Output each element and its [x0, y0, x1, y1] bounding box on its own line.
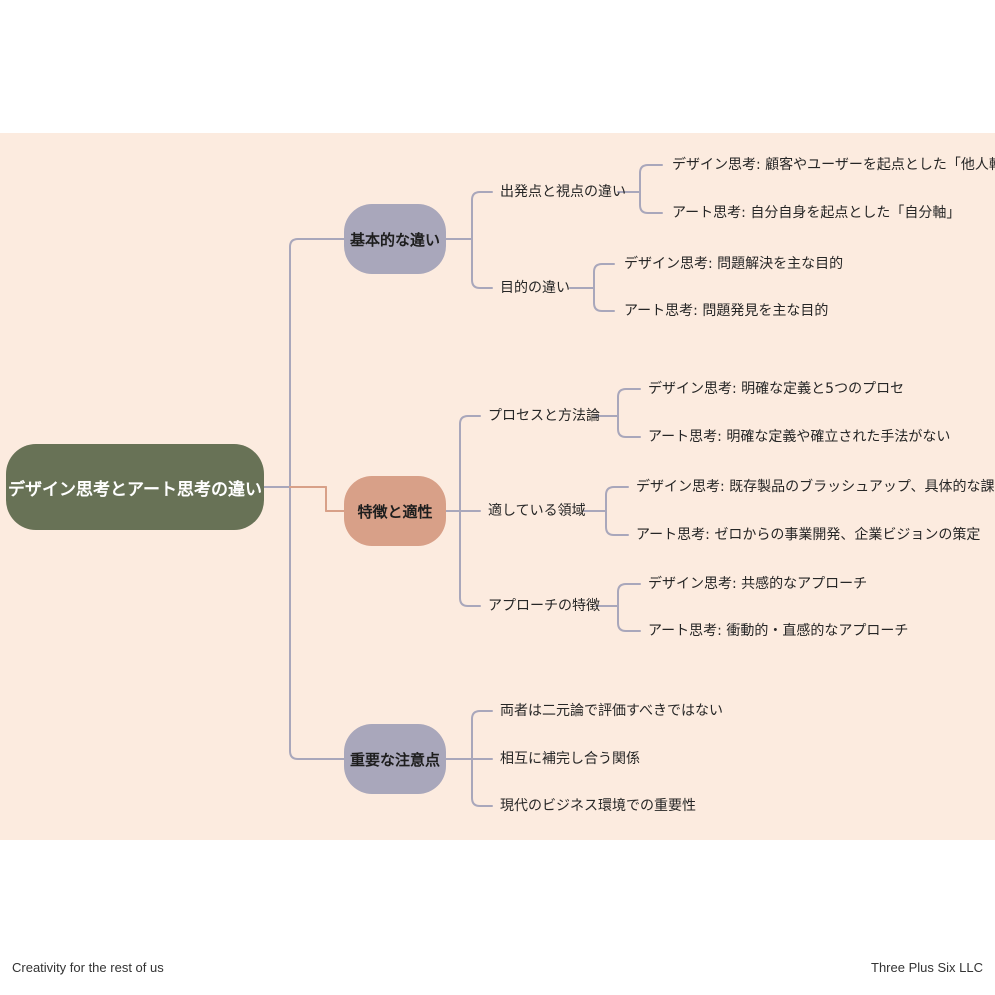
- leaf-design-approach[interactable]: デザイン思考: 共感的なアプローチ: [648, 576, 868, 592]
- leaf-design-starting-point[interactable]: デザイン思考: 顧客やユーザーを起点とした「他人軸」: [672, 157, 995, 173]
- branch-node-features-aptitude[interactable]: 特徴と適性: [344, 476, 446, 546]
- leaf-art-approach[interactable]: アート思考: 衝動的・直感的なアプローチ: [648, 623, 909, 639]
- subtopic-purpose[interactable]: 目的の違い: [500, 280, 570, 296]
- leaf-art-areas[interactable]: アート思考: ゼロからの事業開発、企業ビジョンの策定: [636, 527, 981, 543]
- leaf-art-process[interactable]: アート思考: 明確な定義や確立された手法がない: [648, 429, 951, 445]
- leaf-art-purpose[interactable]: アート思考: 問題発見を主な目的: [624, 303, 829, 319]
- footer-company: Three Plus Six LLC: [871, 960, 983, 975]
- leaf-design-process[interactable]: デザイン思考: 明確な定義と5つのプロセ: [648, 381, 905, 397]
- subtopic-not-binary[interactable]: 両者は二元論で評価すべきではない: [500, 703, 724, 719]
- branch-node-important-notes[interactable]: 重要な注意点: [344, 724, 446, 794]
- subtopic-process-methodology[interactable]: プロセスと方法論: [488, 408, 600, 424]
- leaf-art-starting-point[interactable]: アート思考: 自分自身を起点とした「自分軸」: [672, 205, 961, 221]
- leaf-design-purpose[interactable]: デザイン思考: 問題解決を主な目的: [624, 256, 844, 272]
- branch-node-basic-differences[interactable]: 基本的な違い: [344, 204, 446, 274]
- subtopic-business-importance[interactable]: 現代のビジネス環境での重要性: [500, 798, 696, 814]
- footer-tagline: Creativity for the rest of us: [12, 960, 164, 975]
- subtopic-approach[interactable]: アプローチの特徴: [488, 598, 600, 614]
- subtopic-suitable-areas[interactable]: 適している領域: [488, 503, 586, 519]
- subtopic-starting-point[interactable]: 出発点と視点の違い: [500, 184, 626, 200]
- subtopic-complementary[interactable]: 相互に補完し合う関係: [500, 751, 640, 767]
- root-node[interactable]: デザイン思考とアート思考の違い: [6, 444, 264, 530]
- leaf-design-areas[interactable]: デザイン思考: 既存製品のブラッシュアップ、具体的な課題解決: [636, 479, 995, 495]
